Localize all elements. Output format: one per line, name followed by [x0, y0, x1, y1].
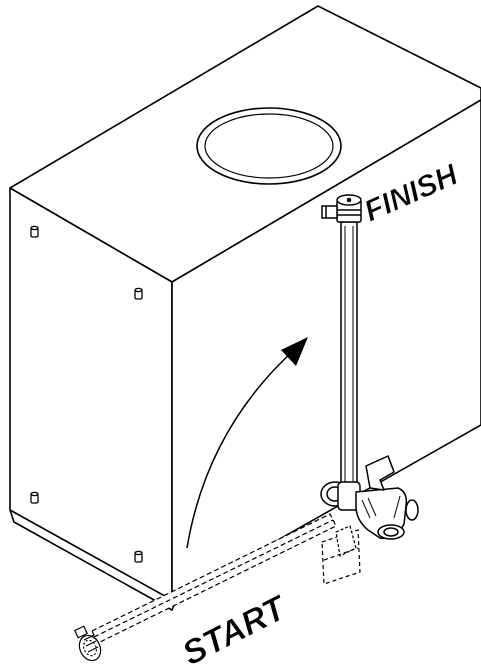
screw-bottom-right: [134, 550, 143, 563]
sight-gauge-start-position: [73, 513, 337, 662]
dispensing-faucet: [320, 455, 419, 540]
rotation-arrow-curve: [186, 351, 293, 549]
side-panel-screws: [30, 225, 143, 563]
lid-inner-rim: [204, 113, 334, 179]
faucet-bracket: [321, 525, 361, 585]
screw-top-left: [30, 225, 39, 238]
tank-side-face: [171, 99, 481, 601]
screw-top-right: [134, 287, 143, 300]
fill-opening-lid: [196, 107, 342, 185]
faucet-handle: [365, 455, 395, 491]
rotation-arrow: [186, 337, 308, 549]
rotation-arrow-head: [281, 337, 308, 366]
start-gauge-end-cap: [73, 625, 102, 662]
faucet-spout: [377, 524, 405, 540]
gauge-glass-tube: [340, 221, 358, 491]
gauge-top-clip: [321, 205, 338, 219]
start-label: START: [176, 588, 294, 669]
gauge-top-cap: [336, 194, 362, 223]
faucet-tank-nut: [405, 499, 419, 521]
gauge-elbow: [320, 481, 361, 511]
screw-bottom-left: [30, 491, 39, 504]
